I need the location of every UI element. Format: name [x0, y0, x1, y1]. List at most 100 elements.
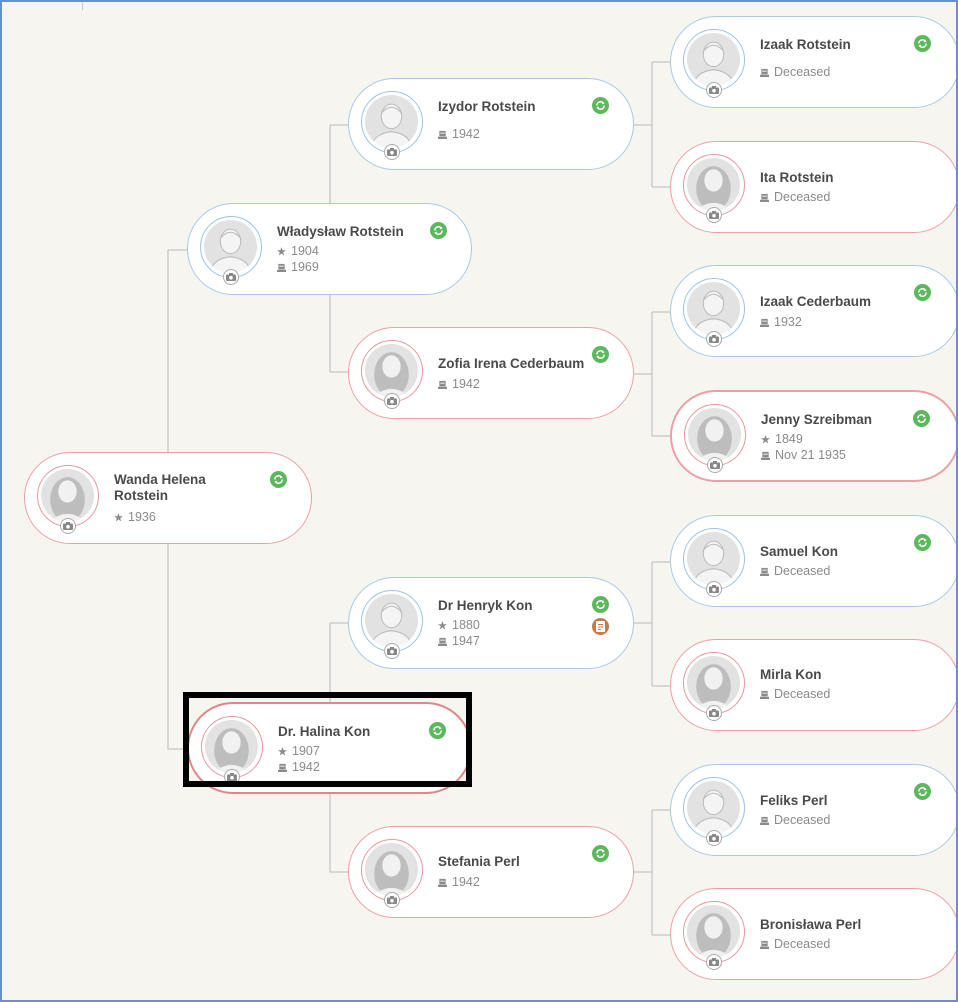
female-avatar[interactable]: [361, 839, 423, 908]
tombstone-icon: [278, 763, 287, 772]
male-avatar[interactable]: [200, 216, 262, 285]
sync-icon[interactable]: [592, 346, 609, 363]
death-year: 1942: [452, 377, 480, 391]
female-avatar[interactable]: [37, 465, 99, 534]
person-card-root[interactable]: Wanda Helena Rotstein 1936: [24, 452, 312, 544]
person-card-paternal-grandmother[interactable]: Zofia Irena Cederbaum 1942: [348, 327, 634, 419]
camera-icon[interactable]: [60, 518, 76, 534]
male-avatar[interactable]: [361, 590, 423, 659]
death-status: Deceased: [774, 564, 831, 578]
sync-icon[interactable]: [429, 722, 446, 739]
person-name[interactable]: Samuel Kon: [760, 544, 839, 559]
person-name[interactable]: Bronisława Perl: [760, 917, 862, 932]
person-card-great-grandparent[interactable]: Samuel Kon Deceased: [670, 515, 956, 607]
male-avatar[interactable]: [683, 278, 745, 347]
male-avatar[interactable]: [683, 528, 745, 597]
person-name[interactable]: Izydor Rotstein: [438, 99, 536, 114]
camera-icon[interactable]: [706, 954, 722, 970]
person-name[interactable]: Wanda Helena Rotstein: [114, 472, 206, 503]
person-name[interactable]: Władysław Rotstein: [277, 224, 404, 239]
death-status: Deceased: [774, 813, 831, 827]
camera-icon[interactable]: [706, 705, 722, 721]
star-icon: [278, 747, 287, 756]
camera-icon[interactable]: [706, 830, 722, 846]
person-card-great-grandparent[interactable]: Bronisława Perl Deceased: [670, 888, 956, 980]
person-card-great-grandparent[interactable]: Ita Rotstein Deceased: [670, 141, 956, 233]
female-avatar[interactable]: [683, 901, 745, 970]
birth-year: 1880: [452, 618, 480, 632]
death-year: 1942: [452, 875, 480, 889]
sync-icon[interactable]: [592, 596, 609, 613]
sync-icon[interactable]: [430, 222, 447, 239]
camera-icon[interactable]: [706, 581, 722, 597]
person-name[interactable]: Jenny Szreibman: [761, 412, 873, 427]
male-avatar[interactable]: [361, 91, 423, 160]
tombstone-icon: [761, 451, 770, 460]
death-year: 1932: [774, 315, 802, 329]
camera-icon[interactable]: [384, 144, 400, 160]
tombstone-icon: [760, 68, 769, 77]
female-avatar[interactable]: [683, 652, 745, 721]
selection-highlight: [183, 692, 472, 787]
death-year: 1969: [291, 260, 319, 274]
camera-icon[interactable]: [706, 207, 722, 223]
person-name[interactable]: Feliks Perl: [760, 793, 828, 808]
camera-icon[interactable]: [707, 457, 723, 473]
person-card-great-grandparent[interactable]: Feliks Perl Deceased: [670, 764, 956, 856]
person-name[interactable]: Stefania Perl: [438, 854, 520, 869]
person-name[interactable]: Dr. Halina Kon: [278, 724, 371, 739]
person-name[interactable]: Izaak Cederbaum: [760, 294, 872, 309]
person-card-great-grandparent[interactable]: Izaak Cederbaum 1932: [670, 265, 956, 357]
person-card-paternal-grandfather[interactable]: Izydor Rotstein 1942: [348, 78, 634, 170]
camera-icon[interactable]: [223, 269, 239, 285]
person-name[interactable]: Mirla Kon: [760, 667, 822, 682]
sync-icon[interactable]: [592, 97, 609, 114]
star-icon: [438, 621, 447, 630]
sync-icon[interactable]: [270, 471, 287, 488]
person-name[interactable]: Ita Rotstein: [760, 170, 834, 185]
star-icon: [277, 247, 286, 256]
tombstone-icon: [760, 567, 769, 576]
death-date: Nov 21 1935: [775, 448, 846, 462]
sync-icon[interactable]: [913, 410, 930, 427]
person-name[interactable]: Dr Henryk Kon: [438, 598, 533, 613]
camera-icon[interactable]: [384, 892, 400, 908]
person-card-great-grandparent[interactable]: Izaak Rotstein Deceased: [670, 16, 956, 108]
tombstone-icon: [760, 816, 769, 825]
sync-icon[interactable]: [592, 845, 609, 862]
tombstone-icon: [438, 878, 447, 887]
sync-icon[interactable]: [914, 534, 931, 551]
person-card-maternal-grandfather[interactable]: Dr Henryk Kon 1880 1947: [348, 577, 634, 669]
tombstone-icon: [760, 690, 769, 699]
female-avatar[interactable]: [361, 340, 423, 409]
tombstone-icon: [438, 130, 447, 139]
sync-icon[interactable]: [914, 284, 931, 301]
person-card-great-grandparent[interactable]: Jenny Szreibman 1849 Nov 21 1935: [670, 390, 956, 482]
birth-year: 1904: [291, 244, 319, 258]
camera-icon[interactable]: [384, 393, 400, 409]
female-avatar[interactable]: [684, 404, 746, 473]
birth-year: 1936: [128, 510, 156, 524]
camera-icon[interactable]: [384, 643, 400, 659]
sync-icon[interactable]: [914, 783, 931, 800]
person-card-father[interactable]: Władysław Rotstein 1904 1969: [187, 203, 472, 295]
sync-icon[interactable]: [914, 35, 931, 52]
death-status: Deceased: [774, 65, 831, 79]
person-card-maternal-grandmother[interactable]: Stefania Perl 1942: [348, 826, 634, 918]
toolbar-divider: [2, 2, 83, 10]
tombstone-icon: [277, 263, 286, 272]
camera-icon[interactable]: [706, 82, 722, 98]
star-icon: [761, 435, 770, 444]
male-avatar[interactable]: [683, 777, 745, 846]
document-icon[interactable]: [592, 618, 609, 635]
death-status: Deceased: [774, 190, 831, 204]
birth-year: 1849: [775, 432, 803, 446]
person-card-mother[interactable]: Dr. Halina Kon 1907 1942: [187, 702, 472, 794]
female-avatar[interactable]: [683, 154, 745, 223]
person-name[interactable]: Izaak Rotstein: [760, 37, 851, 52]
male-avatar[interactable]: [683, 29, 745, 98]
person-card-great-grandparent[interactable]: Mirla Kon Deceased: [670, 639, 956, 731]
person-name[interactable]: Zofia Irena Cederbaum: [438, 356, 585, 371]
camera-icon[interactable]: [706, 331, 722, 347]
